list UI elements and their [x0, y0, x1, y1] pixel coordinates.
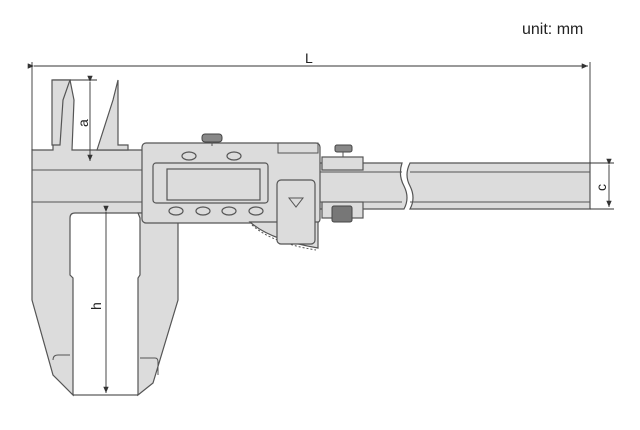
dimension-a: a [70, 75, 97, 161]
thumb-knob [201, 133, 223, 146]
triangle-down-icon [287, 197, 305, 208]
fixed-jaw [31, 79, 146, 397]
dimension-label-h: h [88, 302, 104, 310]
dimension-c: c [590, 158, 614, 210]
dimension-label-a: a [75, 119, 91, 127]
hold-button[interactable] [276, 179, 316, 245]
main-beam [299, 162, 591, 210]
unit-label: unit: mm [522, 21, 584, 38]
button-top-1[interactable] [181, 151, 197, 161]
button-bottom-3[interactable] [221, 206, 237, 216]
movable-upper-jaw [96, 79, 129, 151]
lcd-screen [166, 168, 261, 201]
button-top-2[interactable] [226, 151, 242, 161]
movable-lower-jaw [137, 212, 179, 397]
fine-adjust-clamp [321, 144, 364, 223]
dimension-label-L: L [305, 50, 313, 66]
button-bottom-1[interactable] [168, 206, 184, 216]
dimension-label-c: c [593, 184, 609, 191]
button-bottom-2[interactable] [195, 206, 211, 216]
dimension-h: h [73, 205, 138, 396]
dimension-L: L [27, 50, 591, 163]
button-bottom-4[interactable] [248, 206, 264, 216]
